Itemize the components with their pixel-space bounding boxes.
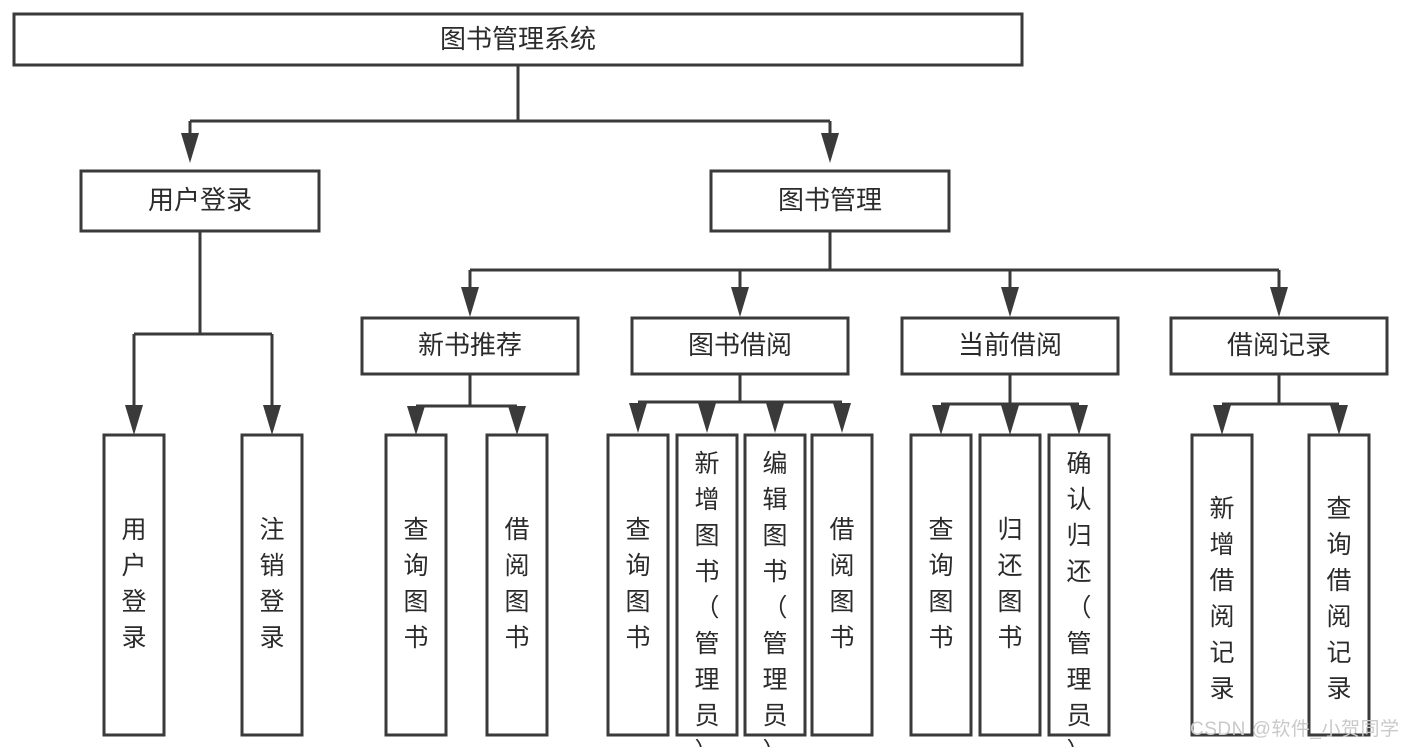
arrow-to-current-borrow bbox=[1001, 287, 1019, 317]
node-book-borrow-box[interactable] bbox=[630, 316, 850, 376]
node-user-login-label: 用户登录 bbox=[148, 185, 252, 215]
node-new-book-rec-box[interactable] bbox=[360, 316, 580, 376]
leaf-query-book-1[interactable]: 查询图书 bbox=[384, 433, 448, 737]
node-book-manage[interactable]: 图书管理 bbox=[709, 169, 951, 233]
arrow-root-to-book-manage bbox=[821, 133, 839, 163]
node-book-borrow-label: 图书借阅 bbox=[688, 330, 792, 360]
node-borrow-record-label: 借阅记录 bbox=[1227, 330, 1331, 360]
leaf-borrow-book-1-label: 借阅图书 bbox=[504, 516, 529, 652]
leaf-query-book-2-label: 查询图书 bbox=[625, 516, 650, 652]
arrow-to-leaf-return-book bbox=[1001, 405, 1019, 435]
node-book-borrow[interactable]: 图书借阅 bbox=[630, 316, 850, 376]
arrow-to-leaf-borrow-book-2 bbox=[833, 403, 851, 433]
arrow-to-leaf-add-book bbox=[698, 403, 716, 433]
leaf-user-login-label: 用户登录 bbox=[121, 516, 146, 652]
leaf-add-book-box[interactable] bbox=[675, 433, 739, 737]
leaf-add-record-label: 新增借阅记录 bbox=[1209, 495, 1234, 703]
leaf-add-book[interactable]: 新增图书（管理员） bbox=[675, 433, 739, 747]
csdn-watermark: CSDN @软件_小贺同学 bbox=[1190, 719, 1400, 740]
leaf-return-book-label: 归还图书 bbox=[997, 516, 1022, 652]
leaf-return-book[interactable]: 归还图书 bbox=[978, 433, 1042, 737]
leaf-user-logout[interactable]: 注销登录 bbox=[240, 433, 304, 737]
leaf-user-login[interactable]: 用户登录 bbox=[102, 433, 166, 737]
leaf-query-book-3-box[interactable] bbox=[909, 433, 973, 737]
arrow-to-leaf-query-book-3 bbox=[932, 405, 950, 435]
leaf-confirm-return-box[interactable] bbox=[1047, 433, 1111, 737]
leaf-user-login-box[interactable] bbox=[102, 433, 166, 737]
arrow-to-borrow-record bbox=[1270, 287, 1288, 317]
leaf-borrow-book-2-label: 借阅图书 bbox=[829, 516, 854, 652]
node-new-book-rec[interactable]: 新书推荐 bbox=[360, 316, 580, 376]
arrow-to-leaf-user-logout bbox=[263, 405, 281, 435]
node-current-borrow-label: 当前借阅 bbox=[958, 330, 1062, 360]
leaf-query-book-3[interactable]: 查询图书 bbox=[909, 433, 973, 737]
leaf-borrow-book-1[interactable]: 借阅图书 bbox=[485, 433, 549, 737]
node-root-box[interactable] bbox=[12, 12, 1024, 67]
arrow-to-leaf-query-record bbox=[1330, 405, 1348, 435]
leaf-add-record-box[interactable] bbox=[1190, 433, 1254, 737]
node-book-manage-label: 图书管理 bbox=[778, 185, 882, 215]
leaf-query-book-2[interactable]: 查询图书 bbox=[606, 433, 670, 737]
leaf-confirm-return-label: 确认归还（管理员） bbox=[1066, 450, 1091, 747]
leaf-edit-book[interactable]: 编辑图书（管理员） bbox=[743, 433, 807, 747]
arrow-to-leaf-add-record bbox=[1213, 405, 1231, 435]
node-book-manage-box[interactable] bbox=[709, 169, 951, 233]
leaf-user-logout-box[interactable] bbox=[240, 433, 304, 737]
arrow-to-leaf-edit-book bbox=[766, 403, 784, 433]
leaf-add-book-label: 新增图书（管理员） bbox=[694, 450, 719, 747]
leaf-query-record-label: 查询借阅记录 bbox=[1326, 495, 1351, 703]
leaf-query-record-box[interactable] bbox=[1307, 433, 1371, 737]
arrow-to-leaf-user-login bbox=[125, 405, 143, 435]
leaf-query-book-2-box[interactable] bbox=[606, 433, 670, 737]
leaf-query-record[interactable]: 查询借阅记录 bbox=[1307, 433, 1371, 737]
leaf-add-record[interactable]: 新增借阅记录 bbox=[1190, 433, 1254, 737]
leaf-borrow-book-1-box[interactable] bbox=[485, 433, 549, 737]
node-current-borrow-box[interactable] bbox=[900, 316, 1120, 376]
arrow-to-new-book-rec bbox=[461, 287, 479, 317]
leaf-borrow-book-2[interactable]: 借阅图书 bbox=[810, 433, 874, 737]
leaf-user-logout-label: 注销登录 bbox=[259, 516, 284, 652]
arrow-to-book-borrow bbox=[731, 287, 749, 317]
leaf-confirm-return[interactable]: 确认归还（管理员） bbox=[1047, 433, 1111, 747]
leaf-query-book-1-label: 查询图书 bbox=[403, 516, 428, 652]
arrow-to-leaf-query-book-1 bbox=[407, 406, 425, 435]
node-borrow-record[interactable]: 借阅记录 bbox=[1169, 316, 1389, 376]
leaf-query-book-1-box[interactable] bbox=[384, 433, 448, 737]
leaf-query-book-3-label: 查询图书 bbox=[928, 516, 953, 652]
node-new-book-rec-label: 新书推荐 bbox=[418, 330, 522, 360]
node-root-label: 图书管理系统 bbox=[440, 24, 596, 54]
node-current-borrow[interactable]: 当前借阅 bbox=[900, 316, 1120, 376]
leaf-borrow-book-2-box[interactable] bbox=[810, 433, 874, 737]
node-user-login[interactable]: 用户登录 bbox=[79, 169, 321, 233]
leaf-return-book-box[interactable] bbox=[978, 433, 1042, 737]
arrow-to-leaf-borrow-book-1 bbox=[508, 406, 526, 435]
leaf-edit-book-label: 编辑图书（管理员） bbox=[762, 450, 787, 747]
arrow-root-to-user-login bbox=[181, 133, 199, 163]
arrow-to-leaf-confirm-return bbox=[1070, 405, 1088, 435]
node-root[interactable]: 图书管理系统 bbox=[12, 12, 1024, 67]
leaf-edit-book-box[interactable] bbox=[743, 433, 807, 737]
node-borrow-record-box[interactable] bbox=[1169, 316, 1389, 376]
arrow-to-leaf-query-book-2 bbox=[629, 403, 647, 433]
